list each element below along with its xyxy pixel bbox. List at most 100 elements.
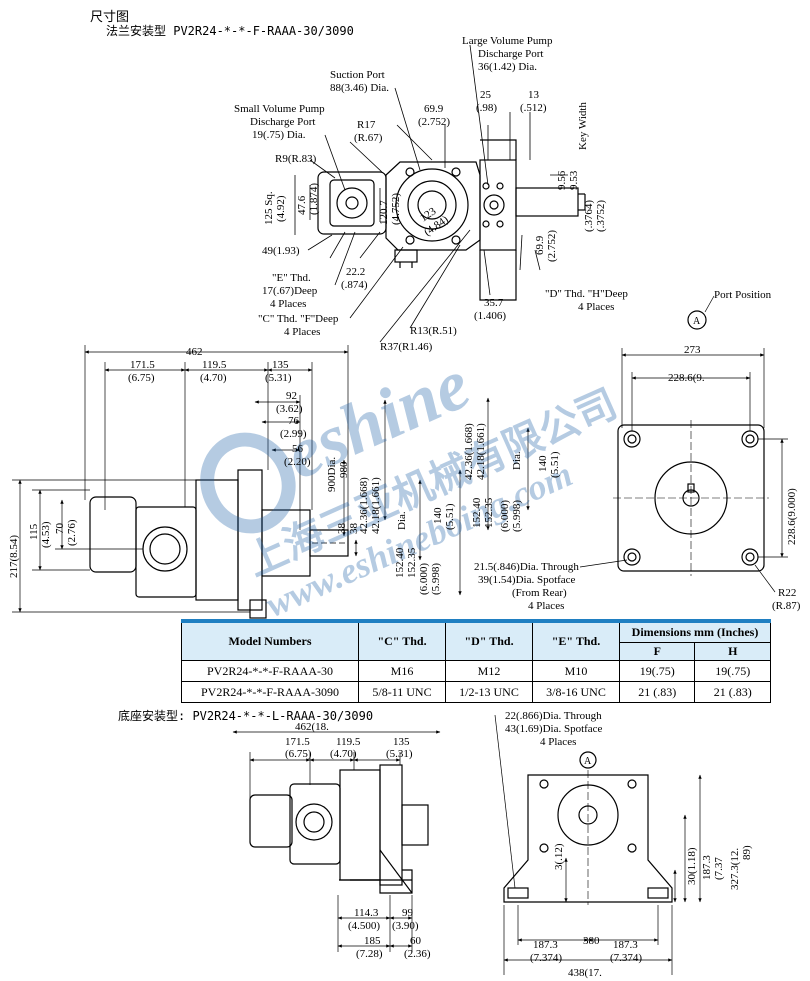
d135-label: 135: [272, 359, 289, 371]
d92-label: 92: [286, 390, 297, 402]
d49-label: 49(1.93): [262, 245, 300, 257]
d171-inch: (6.75): [128, 372, 155, 384]
r22-label: R22: [778, 587, 796, 599]
d228v-label: 228.6(9.000): [786, 488, 798, 545]
d135-inch: (5.31): [265, 372, 292, 384]
d47-inch: (1.874): [308, 183, 320, 215]
foot-marker-a-label: A: [584, 756, 592, 767]
foot-d114-inch: (4.500): [348, 920, 380, 932]
cell-f: 21 (.83): [618, 681, 696, 703]
foot-port-marker-a: [579, 751, 597, 769]
d4218-right: 42.18(1.661): [475, 423, 487, 480]
d69-inch: (2.752): [418, 116, 450, 128]
dimension-title: 尺寸图: [90, 10, 130, 25]
header-h: H: [694, 642, 771, 661]
foot-d187v-label: 187.3: [701, 855, 713, 880]
cell-e-thd: 3/8-16 UNC: [532, 681, 620, 703]
r17-inch: (R.67): [354, 132, 383, 144]
cell-e-thd: M10: [532, 660, 620, 682]
cell-c-thd: M16: [358, 660, 446, 682]
rear-view-dims: [579, 295, 788, 593]
side-view: [89, 469, 349, 619]
d-thd-line1: "D" Thd. "H"Deep: [545, 288, 628, 300]
d140-right-inch: (5.51): [549, 451, 561, 478]
foot-front-dims: [494, 714, 702, 975]
cell-c-thd: 5/8-11 UNC: [358, 681, 446, 703]
hole-line1: 21.5(.846)Dia. Through: [474, 561, 579, 573]
c-thd-line2: 4 Places: [284, 326, 320, 338]
d69v-inch: (2.752): [546, 230, 558, 262]
foot-front-view: [503, 751, 673, 905]
foot-d171-inch: (6.75): [285, 748, 312, 760]
d70-inch: (2.76): [66, 519, 78, 546]
d4236-right: 42.36(1.668): [463, 423, 475, 480]
cell-d-thd: M12: [445, 660, 533, 682]
d115-label: 115: [28, 523, 40, 540]
header-model-numbers: Model Numbers: [181, 620, 359, 661]
d38a-label: 38: [336, 523, 348, 535]
d22-label: 22.2: [346, 266, 365, 278]
c-thd-line1: "C" Thd. "F"Deep: [258, 313, 339, 325]
foot-d185-inch: (7.28): [356, 948, 383, 960]
d47-label: 47.6: [296, 195, 308, 215]
d4218-left: 42.18(1.661): [370, 477, 382, 534]
hole-line2: 39(1.54)Dia. Spotface: [478, 574, 576, 586]
key-a2: 9.53: [568, 170, 580, 190]
d69-label: 69.9: [424, 103, 444, 115]
d70-label: 70: [54, 523, 66, 535]
foot-d438-label: 438(17.: [568, 967, 602, 979]
port-marker-a: [687, 310, 707, 330]
d120-inch: (4.752): [390, 193, 402, 225]
foot-d380-label: 380: [583, 935, 600, 947]
header-e-thd: "E" Thd.: [532, 620, 620, 661]
r13-label: R13(R.51): [410, 325, 457, 337]
port-position-label: Port Position: [714, 289, 772, 301]
foot-d99-inch: (3.90): [392, 920, 419, 932]
foot-d462-label: 462(18.: [295, 721, 329, 733]
foot-side-view: [249, 764, 429, 894]
d115-inch: (4.53): [40, 521, 52, 548]
flange-mount-title: 法兰安装型 PV2R24-*-*-F-RAAA-30/3090: [106, 24, 354, 38]
table-row: PV2R24-*-*-F-RAAA-30 M16 M12 M10 19(.75)…: [181, 660, 771, 682]
hole-line3: (From Rear): [512, 587, 567, 599]
sq125-inch: (4.92): [275, 195, 287, 222]
d273-label: 273: [684, 344, 701, 356]
foot-d187b-label: 187.3: [613, 939, 638, 951]
foot-d187a-label: 187.3: [533, 939, 558, 951]
cell-f: 19(.75): [618, 660, 696, 682]
d15235-right: 152.35: [483, 497, 495, 528]
foot-d60-label: 60: [410, 935, 422, 947]
r9-label: R9(R.83): [275, 153, 317, 165]
d15240-left: 152.40: [394, 547, 406, 578]
suction-port-line1: Suction Port: [330, 69, 385, 81]
d900-label: 900Dia.: [326, 457, 338, 492]
specification-table: Model Numbers "C" Thd. "D" Thd. "E" Thd.…: [181, 619, 771, 703]
r37-label: R37(R1.46): [380, 341, 433, 353]
d15235-left: 152.35: [406, 547, 418, 578]
header-dimensions: Dimensions mm (Inches): [619, 620, 771, 643]
d69v-label: 69.9: [534, 235, 546, 255]
d119-inch: (4.70): [200, 372, 227, 384]
foot-d119-inch: (4.70): [330, 748, 357, 760]
cell-h: 19(.75): [694, 660, 771, 682]
foot-d3-label: 3(.12): [553, 843, 565, 870]
small-port-line2: Discharge Port: [250, 116, 315, 128]
front-view-leaders: [294, 44, 568, 343]
d13-label: 13: [528, 89, 540, 101]
foot-d135-label: 135: [393, 736, 410, 748]
d6000-left: (6.000): [418, 563, 430, 595]
foot-d187b-inch: (7.374): [610, 952, 642, 964]
header-d-thd: "D" Thd.: [445, 620, 533, 661]
small-port-line1: Small Volume Pump: [234, 103, 325, 115]
suction-port-line2: 88(3.46) Dia.: [330, 82, 389, 94]
d4236-left: 42.36(1.668): [358, 477, 370, 534]
foot-d171-label: 171.5: [285, 736, 310, 748]
d56-inch: (2.20): [284, 456, 311, 468]
foot-d185-label: 185: [364, 935, 381, 947]
table-row: PV2R24-*-*-F-RAAA-3090 5/8-11 UNC 1/2-13…: [181, 681, 771, 703]
large-port-line2: Discharge Port: [478, 48, 543, 60]
e-thd-line1: "E" Thd.: [272, 272, 311, 284]
cell-model: PV2R24-*-*-F-RAAA-3090: [181, 681, 359, 703]
d56-label: 56: [292, 443, 304, 455]
cell-d-thd: 1/2-13 UNC: [445, 681, 533, 703]
